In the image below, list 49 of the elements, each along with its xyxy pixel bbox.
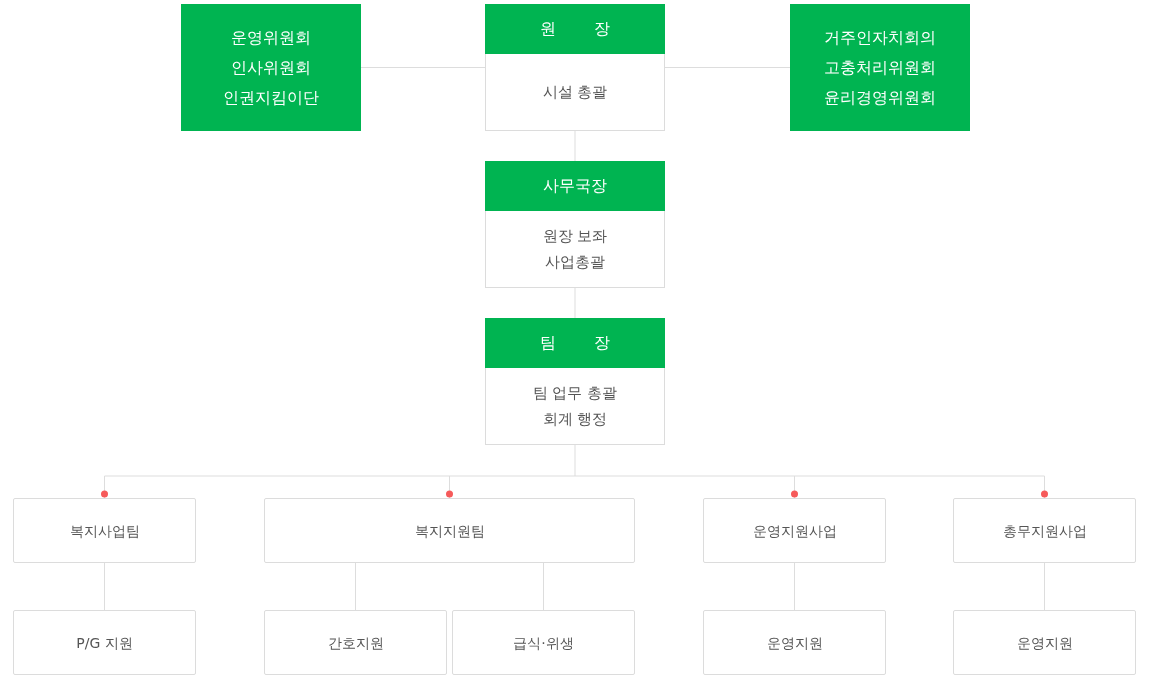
- committee-name: 인사위원회: [231, 56, 311, 79]
- position-title-bar: 원 장: [485, 4, 665, 54]
- connector-line: [791, 475, 798, 499]
- team-box: [264, 610, 447, 675]
- team-box: [953, 498, 1136, 563]
- position-card: [485, 4, 665, 131]
- team-box: [264, 498, 635, 563]
- connector-line: [794, 562, 795, 611]
- position-card: [485, 318, 665, 445]
- position-title-bar: 팀 장: [485, 318, 665, 368]
- connector-line: [664, 67, 791, 68]
- committee-name: 고충처리위원회: [824, 56, 936, 79]
- committee-name: 거주인자치회의: [824, 26, 936, 49]
- connector-line: [446, 475, 453, 499]
- team-name: 운영지원: [766, 633, 823, 653]
- team-name: 급식·위생: [513, 633, 574, 653]
- team-box: [703, 610, 886, 675]
- duty-text: 사업총괄: [545, 252, 605, 273]
- duty-text: 시설 총괄: [542, 82, 608, 103]
- team-box: [703, 498, 886, 563]
- connector-line: [101, 475, 108, 499]
- team-name: 복지사업팀: [69, 521, 140, 541]
- duty-text: 원장 보좌: [542, 226, 608, 247]
- committee-name: 인권지킴이단: [223, 86, 319, 109]
- connector-line: [1041, 475, 1048, 499]
- team-box: [953, 610, 1136, 675]
- team-name: 간호지원: [327, 633, 384, 653]
- position-title-bar: 사무국장: [485, 161, 665, 211]
- team-name: 총무지원사업: [1002, 521, 1087, 541]
- team-box: [13, 610, 196, 675]
- connector-line: [1044, 562, 1045, 611]
- connector-line: [360, 67, 486, 68]
- team-name: 복지지원팀: [414, 521, 485, 541]
- connector-line: [355, 562, 356, 611]
- connector-line: [104, 562, 105, 611]
- committee-box: [790, 4, 970, 131]
- connector-line: [104, 444, 1045, 477]
- team-name: 운영지원: [1016, 633, 1073, 653]
- duty-text: 팀 업무 총괄: [532, 383, 618, 404]
- duty-text: 회계 행정: [542, 409, 608, 430]
- committee-name: 운영위원회: [231, 26, 311, 49]
- committee-name: 윤리경영위원회: [824, 86, 936, 109]
- team-box: [452, 610, 635, 675]
- connector-line: [543, 562, 544, 611]
- team-name: 운영지원사업: [752, 521, 837, 541]
- position-card: [485, 161, 665, 288]
- committee-box: [181, 4, 361, 131]
- team-name: P/G 지원: [76, 633, 133, 653]
- team-box: [13, 498, 196, 563]
